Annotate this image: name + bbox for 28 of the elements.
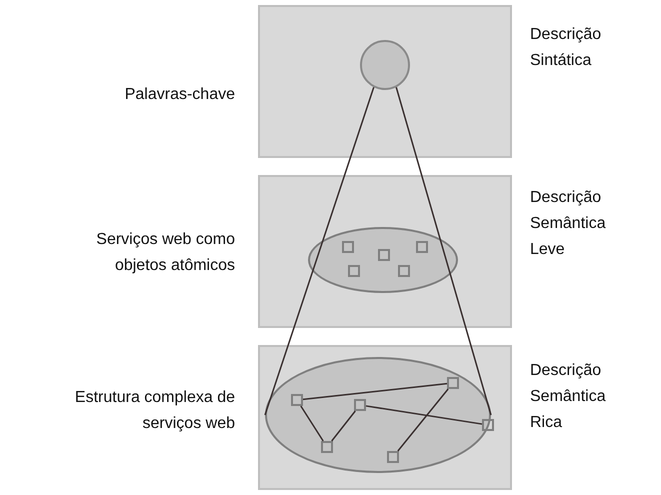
square-marker — [387, 451, 399, 463]
square-marker — [321, 441, 333, 453]
connector-line — [366, 405, 482, 425]
level-label: Serviços web como objetos atômicos — [95, 230, 235, 276]
description-label: Descrição Sintática — [530, 25, 602, 71]
connector-line — [397, 388, 449, 452]
connector-line — [331, 410, 356, 442]
panel — [258, 345, 512, 490]
square-marker — [378, 249, 390, 261]
square-marker — [291, 394, 303, 406]
square-marker — [447, 377, 459, 389]
connector-line — [300, 406, 324, 442]
square-marker — [354, 399, 366, 411]
cone-line — [264, 87, 374, 416]
square-marker — [416, 241, 428, 253]
square-marker — [342, 241, 354, 253]
square-marker — [348, 265, 360, 277]
level-label: Estrutura complexa de serviços web — [74, 388, 235, 434]
panel — [258, 175, 512, 328]
square-marker — [398, 265, 410, 277]
panel — [258, 5, 512, 158]
cone-line — [396, 87, 492, 416]
level-label: Palavras-chave — [124, 85, 235, 105]
circle-shape — [360, 40, 410, 90]
square-marker — [482, 419, 494, 431]
connector-line — [302, 382, 448, 400]
description-label: Descrição Semântica Leve — [530, 188, 607, 260]
description-label: Descrição Semântica Rica — [530, 361, 607, 433]
